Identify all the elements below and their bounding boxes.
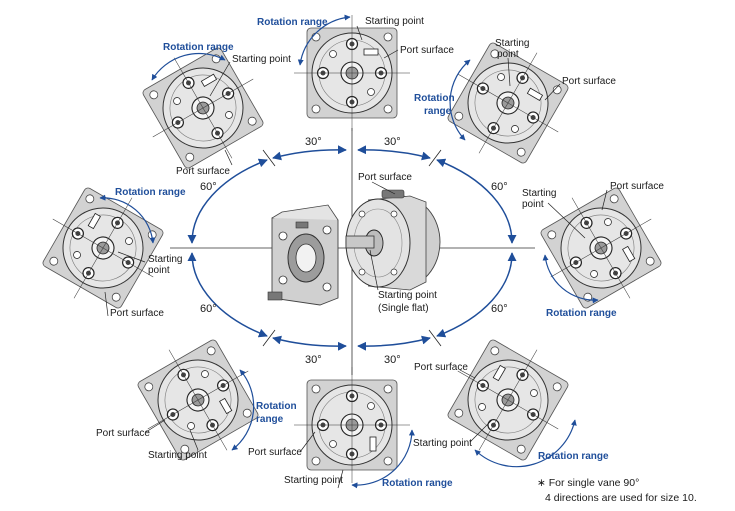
angle-60-lower-right: 60°	[491, 303, 508, 315]
middle-right-point: point	[522, 199, 544, 210]
top-center-port-surface: Port surface	[400, 45, 454, 56]
middle-left-rotation-range: Rotation range	[115, 187, 186, 198]
middle-left-starting: Starting	[148, 254, 182, 265]
top-right-starting: Starting	[495, 38, 529, 49]
actuator-top-center	[293, 14, 411, 132]
middle-left-point: point	[148, 265, 170, 276]
bottom-center-rotation-range: Rotation range	[382, 478, 453, 489]
center-single-flat-label: (Single flat)	[378, 303, 429, 314]
top-center-starting-point: Starting point	[365, 16, 424, 27]
top-right-range: range	[424, 106, 452, 117]
bottom-left-starting-point: Starting point	[148, 450, 207, 461]
rotation-arcs	[187, 145, 517, 351]
angle-ticks	[262, 149, 442, 347]
bottom-center-port-surface: Port surface	[248, 447, 302, 458]
top-left-starting-point: Starting point	[232, 54, 291, 65]
bottom-right-port-surface: Port surface	[414, 362, 468, 373]
bottom-right-starting-point: Starting point	[413, 438, 472, 449]
bottom-left-port-surface: Port surface	[96, 428, 150, 439]
footnote-line-2: 4 directions are used for size 10.	[545, 492, 697, 504]
bottom-right-rotation-range: Rotation range	[538, 451, 609, 462]
top-right-port-surface: Port surface	[562, 76, 616, 87]
center-port-surface-label: Port surface	[358, 172, 412, 183]
angle-60-lower-left: 60°	[200, 303, 217, 315]
actuator-bottom-center	[293, 366, 411, 484]
top-left-port-surface: Port surface	[176, 166, 230, 177]
actuator-illustration	[267, 189, 441, 306]
angle-60-upper-right: 60°	[491, 181, 508, 193]
bottom-left-range: range	[256, 414, 284, 425]
angle-30-top-right: 30°	[384, 136, 401, 148]
center-starting-point-label: Starting point	[378, 290, 437, 301]
middle-right-rotation-range: Rotation range	[546, 308, 617, 319]
angle-30-bottom-left: 30°	[305, 354, 322, 366]
top-right-point: point	[497, 49, 519, 60]
top-center-rotation-range: Rotation range	[257, 17, 328, 28]
bottom-center-starting-point: Starting point	[284, 475, 343, 486]
top-right-rotation: Rotation	[414, 93, 455, 104]
middle-right-port-surface: Port surface	[610, 181, 664, 192]
footnote-line-1: ∗ For single vane 90°	[537, 477, 639, 489]
angle-60-upper-left: 60°	[200, 181, 217, 193]
angle-30-bottom-right: 30°	[384, 354, 401, 366]
angle-30-top-left: 30°	[305, 136, 322, 148]
middle-left-port-surface: Port surface	[110, 308, 164, 319]
top-left-rotation-range: Rotation range	[163, 42, 234, 53]
bottom-left-rotation: Rotation	[256, 401, 297, 412]
middle-right-starting: Starting	[522, 188, 556, 199]
